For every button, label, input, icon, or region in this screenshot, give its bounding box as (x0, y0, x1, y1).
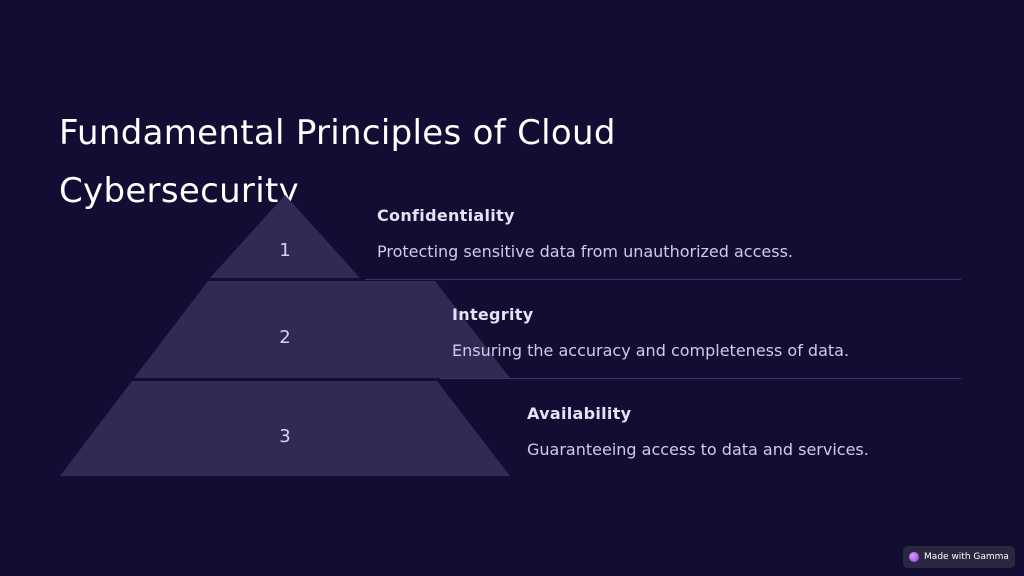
divider-1 (365, 279, 961, 280)
pyramid-level-2 (134, 281, 510, 378)
pyramid-level-3 (60, 381, 510, 476)
badge-label: Made with Gamma (924, 552, 1009, 562)
principle-integrity: Integrity Ensuring the accuracy and comp… (452, 305, 849, 361)
principle-heading: Integrity (452, 305, 534, 324)
principle-description: Ensuring the accuracy and completeness o… (452, 341, 850, 360)
principle-confidentiality: Confidentiality Protecting sensitive dat… (377, 206, 793, 262)
pyramid-number-1: 1 (279, 240, 290, 261)
principle-heading: Confidentiality (377, 206, 515, 225)
principle-description: Guaranteeing access to data and services… (527, 440, 869, 459)
principle-description: Protecting sensitive data from unauthori… (377, 242, 793, 261)
principle-heading: Availability (527, 404, 632, 423)
pyramid-number-2: 2 (279, 327, 290, 348)
gamma-logo-icon (909, 552, 920, 562)
pyramid-number-3: 3 (279, 426, 290, 447)
made-with-gamma-badge[interactable]: Made with Gamma (903, 546, 1015, 568)
principle-availability: Availability Guaranteeing access to data… (527, 404, 869, 460)
pyramid-level-1 (210, 195, 360, 278)
divider-2 (440, 378, 961, 379)
slide-title: Fundamental Principles of Cloud Cybersec… (59, 113, 616, 211)
